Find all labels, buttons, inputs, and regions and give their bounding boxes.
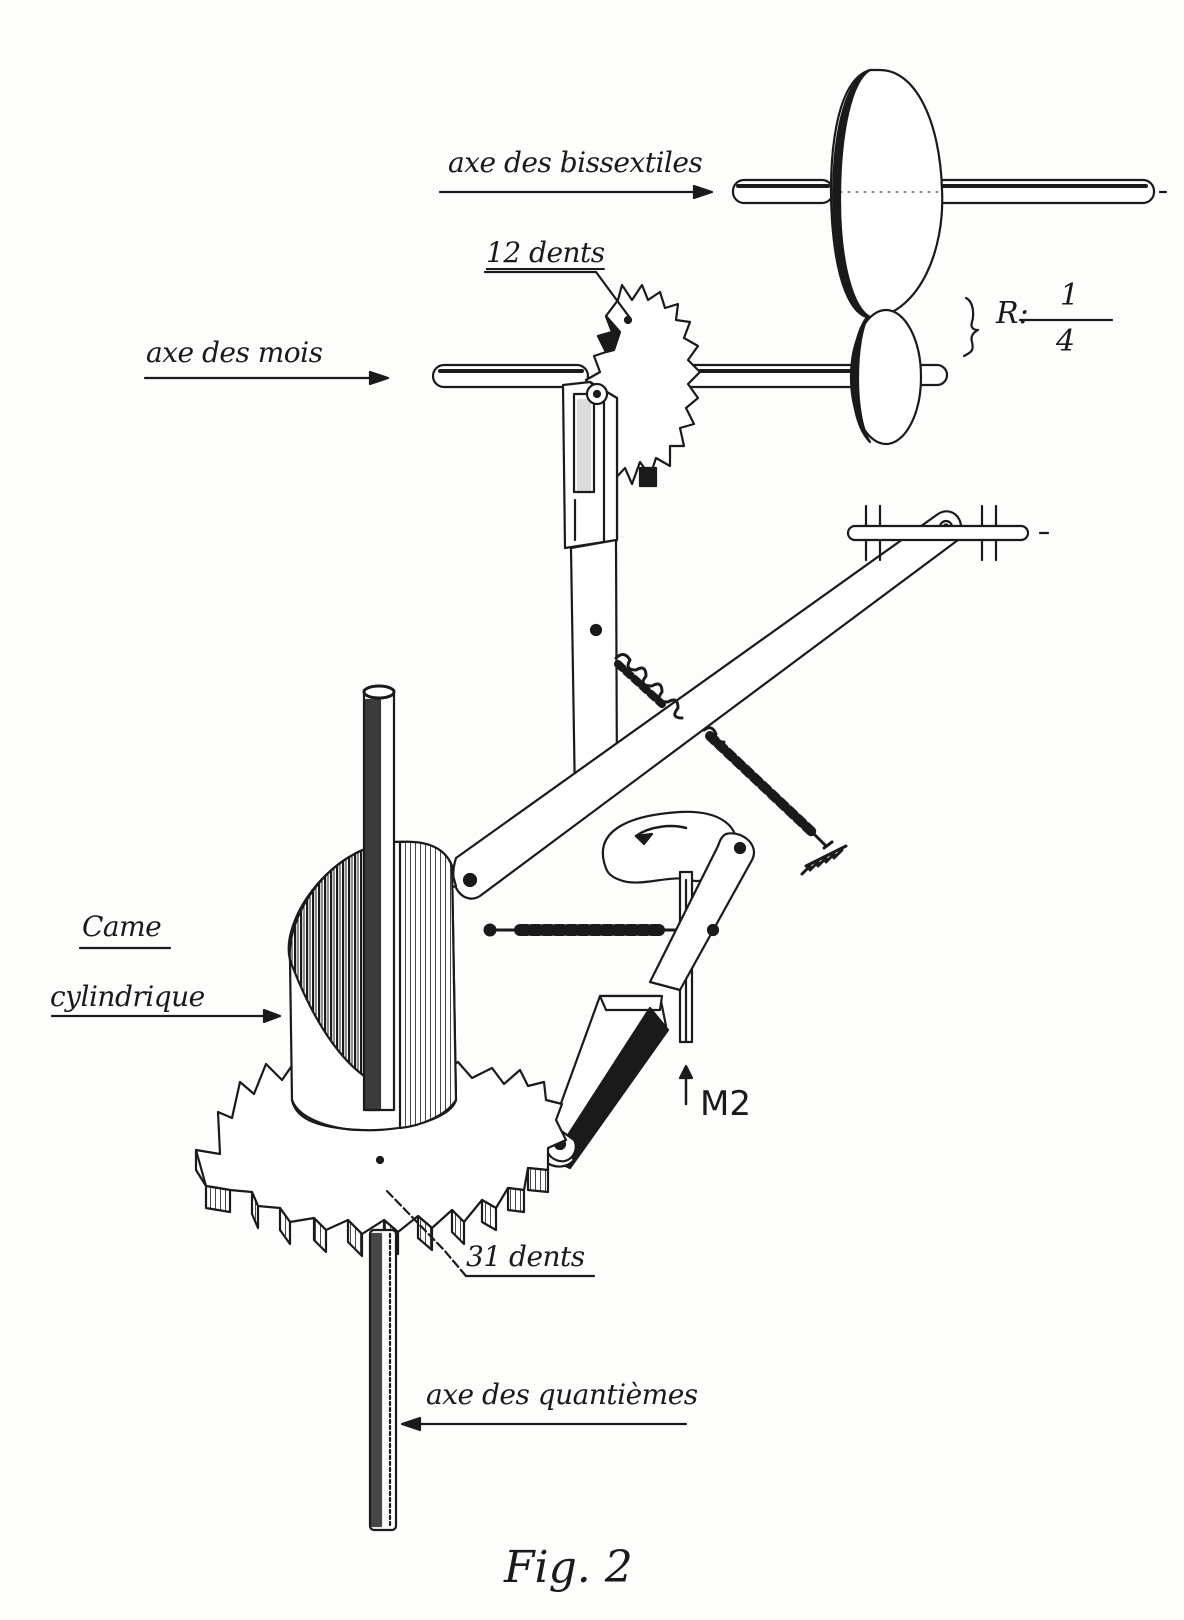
month-small-wheel <box>849 308 923 446</box>
spring-upper <box>614 653 684 720</box>
label-ratio-numerator: 1 <box>1060 278 1080 313</box>
label-ratio-denominator: 4 <box>1056 324 1076 359</box>
spring-middle <box>483 923 697 937</box>
leap-year-axle <box>731 178 1168 205</box>
leap-year-disc <box>829 68 944 320</box>
arrow-axe-mois <box>143 370 390 386</box>
label-axe-mois: axe des mois <box>146 336 323 369</box>
figure-caption: Fig. 2 <box>504 1542 633 1593</box>
ratio-bracket <box>962 296 980 358</box>
label-12-dents: 12 dents <box>486 236 605 269</box>
label-came: Came <box>82 910 162 943</box>
leader-12-dents <box>483 270 632 320</box>
lever-pivot-bearing <box>846 504 1050 562</box>
label-31-dents: 31 dents <box>466 1240 585 1273</box>
label-ratio-prefix: R: <box>996 296 1029 331</box>
month-pawl-rod <box>561 380 619 802</box>
date-axle-top <box>362 684 396 1112</box>
label-cylindrique: cylindrique <box>50 980 205 1013</box>
label-axe-bissextiles: axe des bissextiles <box>448 146 703 179</box>
leader-31-dents <box>384 1188 596 1278</box>
date-axle-bottom <box>368 1228 398 1532</box>
arrow-axe-bissextiles <box>438 184 714 200</box>
thirty-one-tooth-wheel <box>194 1050 568 1258</box>
label-m2: M2 <box>700 1084 751 1124</box>
leader-came <box>50 946 282 1024</box>
label-axe-quantiemes: axe des quantièmes <box>426 1378 698 1411</box>
arrow-axe-quantiemes <box>400 1416 688 1432</box>
spring-lower-right <box>702 726 848 876</box>
